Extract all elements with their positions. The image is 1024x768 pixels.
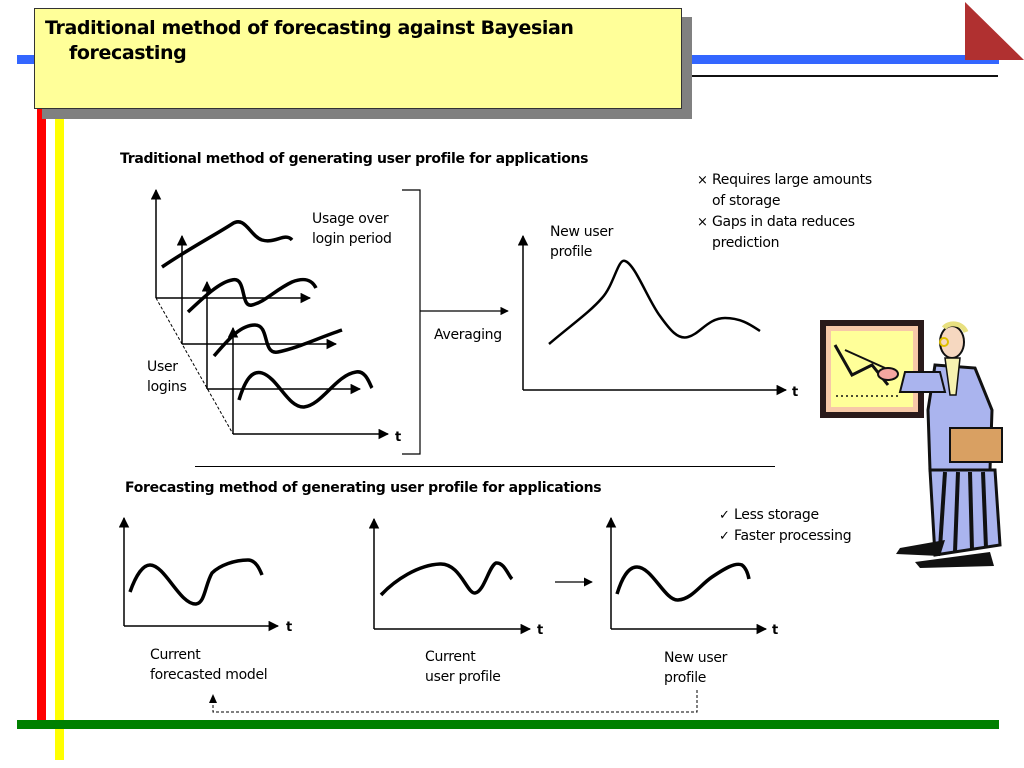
title-box: Traditional method of forecasting agains… [34, 8, 682, 109]
stacked-login-charts [150, 188, 390, 440]
benefit-item: ✓ Faster processing [719, 526, 852, 547]
usage-label-line2: login period [312, 231, 392, 247]
benefits-list: ✓ Less storage ✓ Faster processing [719, 505, 852, 547]
panel-2-label: Current user profile [425, 647, 501, 687]
forecasting-heading: Forecasting method of generating user pr… [125, 480, 602, 496]
panel-2-axis-t-label: t [537, 623, 544, 638]
drawback-1-line2: of storage [712, 193, 781, 209]
stack-axis-t-label: t [395, 430, 402, 445]
decorative-bar-yellow [55, 118, 64, 760]
panel-1-label-line1: Current [150, 647, 201, 663]
panel-2-label-line1: Current [425, 649, 476, 665]
averaging-label: Averaging [434, 327, 502, 343]
panel-1-axis-t-label: t [286, 620, 293, 635]
traditional-heading: Traditional method of generating user pr… [120, 151, 589, 167]
panel-3-label: New user profile [664, 648, 727, 688]
panel-1-label-line2: forecasted model [150, 667, 268, 683]
decorative-bar-green [17, 720, 999, 729]
new-user-profile-line2: profile [550, 244, 593, 260]
forecast-panel-3-chart [605, 516, 768, 635]
new-user-profile-chart [517, 234, 788, 396]
new-user-profile-label: New user profile [550, 222, 613, 262]
decorative-line-black [690, 75, 998, 77]
drawback-item: × Gaps in data reduces prediction [697, 212, 872, 254]
usage-label-line1: Usage over [312, 211, 389, 227]
checkmark-icon: ✓ [719, 508, 730, 523]
cross-icon: × [697, 173, 708, 188]
averaging-bracket [402, 189, 509, 455]
corner-triangle-icon [965, 2, 1024, 60]
benefit-1-text: Less storage [734, 507, 819, 523]
drawback-1-line1: Requires large amounts [712, 172, 872, 188]
drawback-2-line1: Gaps in data reduces [712, 214, 855, 230]
forecast-panel-2-chart [368, 517, 593, 635]
benefit-item: ✓ Less storage [719, 505, 851, 526]
panel-3-label-line1: New user [664, 650, 728, 666]
drawback-item: × Requires large amounts of storage [697, 170, 872, 212]
section-divider [195, 466, 775, 467]
drawback-2-line2: prediction [712, 235, 780, 251]
user-logins-line1: User [147, 359, 178, 375]
user-logins-line2: logins [147, 379, 187, 395]
decorative-bar-red [37, 108, 46, 722]
panel-3-axis-t-label: t [772, 623, 779, 638]
result-axis-t-label: t [792, 385, 799, 400]
feedback-loop-arrow [212, 690, 698, 713]
benefit-2-text: Faster processing [734, 528, 852, 544]
panel-2-label-line2: user profile [425, 669, 501, 685]
feedback-arrowhead-icon [209, 694, 217, 703]
checkmark-icon: ✓ [719, 529, 730, 544]
panel-1-label: Current forecasted model [150, 645, 268, 685]
new-user-profile-line1: New user [550, 224, 614, 240]
panel-3-label-line2: profile [664, 670, 707, 686]
user-logins-label: User logins [147, 357, 187, 397]
forecast-panel-1-chart [118, 516, 280, 632]
usage-label: Usage over login period [312, 209, 392, 249]
slide-title: Traditional method of forecasting agains… [45, 17, 574, 64]
cross-icon: × [697, 215, 708, 230]
drawbacks-list: × Requires large amounts of storage × Ga… [697, 170, 872, 254]
presenter-clipart-icon [820, 320, 1003, 568]
